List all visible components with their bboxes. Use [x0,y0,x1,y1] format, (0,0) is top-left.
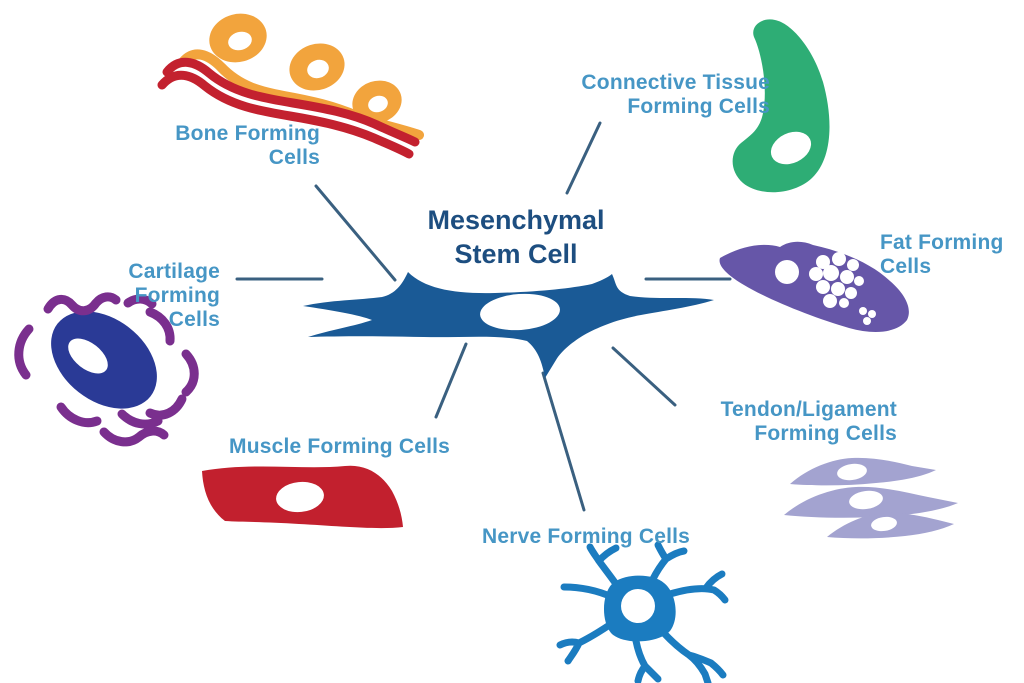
nerve-cell-icon [556,541,729,683]
stem-cell-icon [303,272,714,378]
cartilage-matrix-squiggles [14,292,199,447]
connector-muscle-line [434,342,468,419]
tendon-hole-3 [871,516,897,532]
bone-cells-label: Bone Forming Cells [175,122,320,170]
cartilage-cells-label: Cartilage Forming Cells [128,260,220,332]
muscle-cells-label: Muscle Forming Cells [229,435,451,458]
bone-cell-2-hole [307,59,329,79]
fat-cells-label: Fat Forming Cells [880,231,1004,279]
diagram-title: Mesenchymal Stem Cell [427,205,605,270]
bone-cells-icon [157,13,424,159]
cartilage-cells-icon [14,292,199,447]
bone-cell-3-hole [368,95,388,113]
connector-tendon-line [611,346,677,407]
bone-cell-1-hole [228,31,252,51]
tendon-ligament-label: Tendon/Ligament Forming Cells [720,398,897,446]
stem-cell-nucleus [480,293,560,331]
nerve-cell-nucleus [621,589,655,623]
connector-lines [235,121,732,512]
tendon-hole-1 [837,463,867,481]
fat-cells-icon [719,241,909,332]
connective-tissue-icon [732,19,830,193]
connector-connective-line [565,121,602,195]
connector-bone-line [314,184,397,282]
muscle-cells-icon [202,465,403,529]
fat-droplets [775,252,876,325]
nerve-cells-label: Nerve Forming Cells [482,525,691,548]
connective-tissue-label: Connective Tissue Forming Cells [581,71,770,119]
connective-hole [770,131,812,165]
tendon-ligament-icon [784,457,958,539]
connector-nerve-line [541,371,586,512]
cartilage-hole [68,338,108,374]
muscle-cell-hole [276,481,324,513]
tendon-hole-2 [849,490,883,510]
bone-red-ribbon [157,57,420,159]
